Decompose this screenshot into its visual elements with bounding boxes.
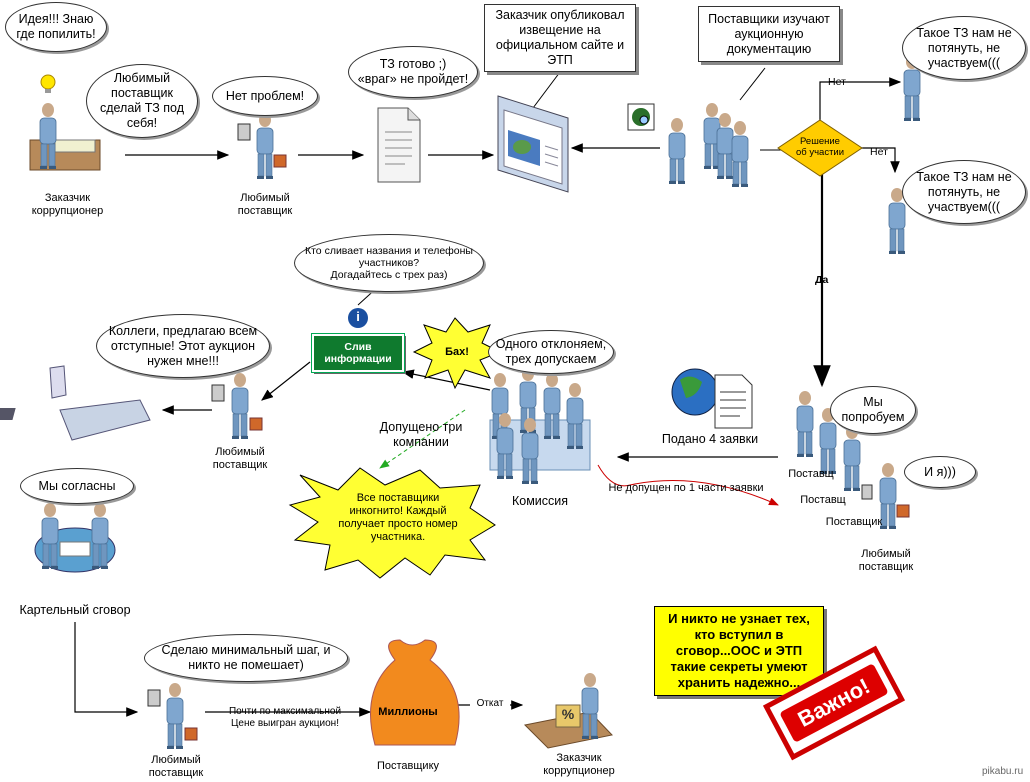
customer-top-figure [29,74,101,171]
commission-figure [489,366,591,485]
bubble-reject-2: Такое ТЗ нам не потянуть, не участвуем((… [902,160,1026,224]
supplier-3-label: Поставщик [825,516,883,528]
bubble-we-try: Мы попробуем [830,386,916,434]
bubble-one-reject: Одного отклоняем, трех допускаем [488,330,614,374]
bubble-tz-ready: ТЗ готово ;) «враг» не пройдет! [348,46,478,98]
search-globe-icon [627,103,655,131]
arrow-study-to-suppliers [739,67,766,101]
bubble-colleagues: Коллеги, предлагаю всем отступные! Этот … [96,314,270,378]
bubble-who-leaks: Кто сливает названия и телефоны участник… [294,234,484,292]
admitted-label: Допущено три компании [379,420,463,449]
favorite-supplier-mid-label: Любимый поставщик [212,446,268,471]
supplier-2-label: Поставщ [800,494,846,506]
cartel-label: Картельный сговор [19,603,131,617]
arrow-leak-to-supplier [261,361,311,401]
phone-icon [0,365,151,441]
box-published: Заказчик опубликовал извещение на официа… [484,4,636,72]
bubble-we-agree: Мы согласны [20,468,134,504]
favorite-supplier-top-figure [237,112,287,180]
favorite-supplier-mid-figure [211,372,263,440]
cartel-table-figure [34,502,116,573]
decision-no-2-label: Нет [870,146,888,158]
suppliers-right-figure [796,390,910,530]
supplier-group-figure [668,102,749,188]
bang-label: Бах! [445,346,469,358]
money-sack-figure [370,639,460,746]
sack-caption: Поставщику [376,760,440,772]
commission-label: Комиссия [511,494,569,508]
box-study: Поставщики изучают аукционную документац… [698,6,840,62]
info-icon: i [356,309,360,324]
bubble-reject-1: Такое ТЗ нам не потянуть, не участвуем((… [902,16,1026,80]
arrow-decision-no-2 [860,147,900,174]
bubble-min-step: Сделаю минимальный шаг, и никто не помеш… [144,634,348,682]
bang-burst [412,317,502,390]
customer-bottom-label: Заказчик коррупционер [543,752,615,777]
favorite-supplier-bottom-figure [147,682,198,750]
rejected-part1-label: Не допущен по 1 части заявки [608,482,764,494]
decision-yes-label: Да [815,274,829,286]
incognito-burst [288,467,496,579]
favorite-supplier-bottom-label: Любимый поставщик [148,754,204,779]
tz-document-icon [377,107,421,183]
arrow-commission-to-leak [401,369,491,391]
favorite-supplier-top-label: Любимый поставщик [237,192,293,217]
bubble-favorite-tz: Любимый поставщик сделай ТЗ под себя! [86,64,198,138]
globe-document-icon [671,368,753,429]
arrow-decision-no-1 [819,77,902,125]
info-icon-circle [348,308,368,328]
customer-top-label: Заказчик коррупционер [31,192,104,217]
customer-bottom-figure [523,672,613,749]
decision-label: Решение об участии [795,136,845,158]
sack-text: Миллионы [378,706,438,718]
percent-label: % [561,706,575,722]
leak-sign: Слив информации [311,333,405,373]
bubble-idea: Идея!!! Знаю где попилить! [5,2,107,52]
bubble-me-too: И я))) [904,456,976,488]
supplier-1-label: Поставщ [788,468,834,480]
bubble-no-problem: Нет проблем! [212,76,318,116]
decision-no-1-label: Нет [828,76,846,88]
favorite-supplier-right-label: Любимый поставщик [858,548,914,573]
important-note: И никто не узнает тех, кто вступил в сго… [654,606,824,696]
incognito-text: Все поставщики инкогнито! Каждый получае… [338,492,458,543]
watermark: pikabu.ru [982,766,1024,777]
arrow-admitted-green [379,409,466,469]
filed-label: Подано 4 заявки [661,432,759,446]
auction-win-label: Почти по максимальной Цене выигран аукци… [228,706,342,729]
decision-diamond [777,119,863,177]
kickback-label: Откат [470,697,510,710]
arrow-rejected [597,464,779,506]
arrow-box-to-site [529,71,561,113]
website-icon [497,95,569,193]
arrow-cartel-to-winner [74,622,139,717]
